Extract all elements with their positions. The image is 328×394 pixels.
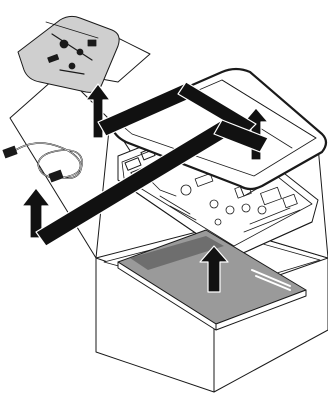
accessory-bag xyxy=(18,16,119,92)
